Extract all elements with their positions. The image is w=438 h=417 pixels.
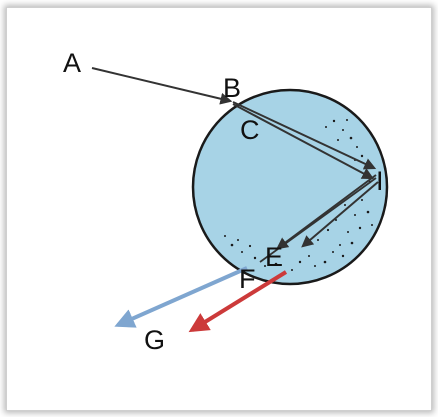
refracted-ray-lower: [232, 103, 375, 180]
incoming-ray: [91, 67, 233, 105]
label-c: C: [240, 115, 260, 145]
reflected-ray-three: [259, 177, 377, 263]
blue-exit-ray: [114, 266, 248, 328]
water-drop: [191, 88, 389, 286]
label-e: E: [265, 242, 283, 272]
label-f: F: [239, 264, 256, 294]
label-a: A: [63, 48, 81, 78]
drop-speckles: [224, 119, 373, 271]
refracted-ray-upper: [232, 101, 377, 170]
reflected-ray-two: [301, 181, 379, 248]
label-i: I: [376, 166, 384, 196]
red-exit-ray: [188, 270, 288, 333]
label-b: B: [223, 73, 241, 103]
label-g: G: [144, 325, 165, 355]
reflected-ray-one: [276, 174, 377, 250]
